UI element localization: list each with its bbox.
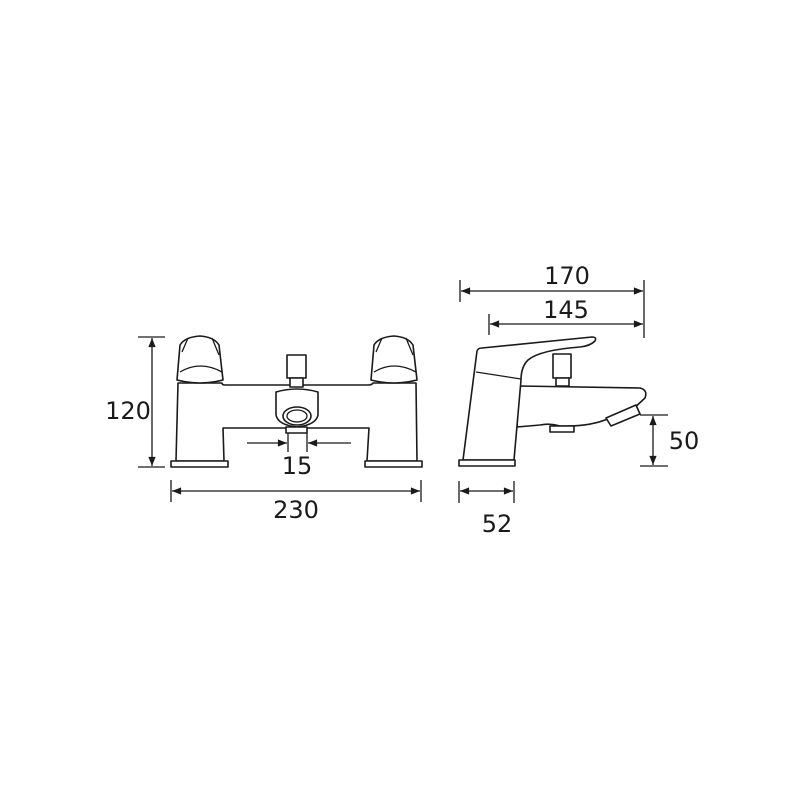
dim-base-depth: 52 [482,510,513,538]
right-base-plate [364,460,423,468]
left-base-plate [170,460,229,468]
side-diverter-stem [555,377,570,387]
aerator [605,404,641,427]
tap-body-side [462,336,597,461]
dim-front-height: 120 [105,397,151,425]
spout [516,385,647,428]
diverter-stem [289,377,304,388]
bath-nozzle [549,425,575,433]
dim-spout-reach: 145 [543,296,589,324]
dim-overall-depth: 170 [544,262,590,290]
side-diverter-knob [552,353,572,379]
right-handle [370,335,418,384]
left-handle [176,335,224,384]
side-view: 170 145 50 52 [458,262,700,538]
side-base-plate [458,459,516,467]
dim-outlet-diameter: 15 [282,452,313,480]
diverter-knob [286,354,307,379]
dim-front-width: 230 [273,496,319,524]
outlet-nozzle [285,426,308,434]
front-view: 15 230 120 [105,335,423,524]
dim-spout-height: 50 [669,427,700,455]
